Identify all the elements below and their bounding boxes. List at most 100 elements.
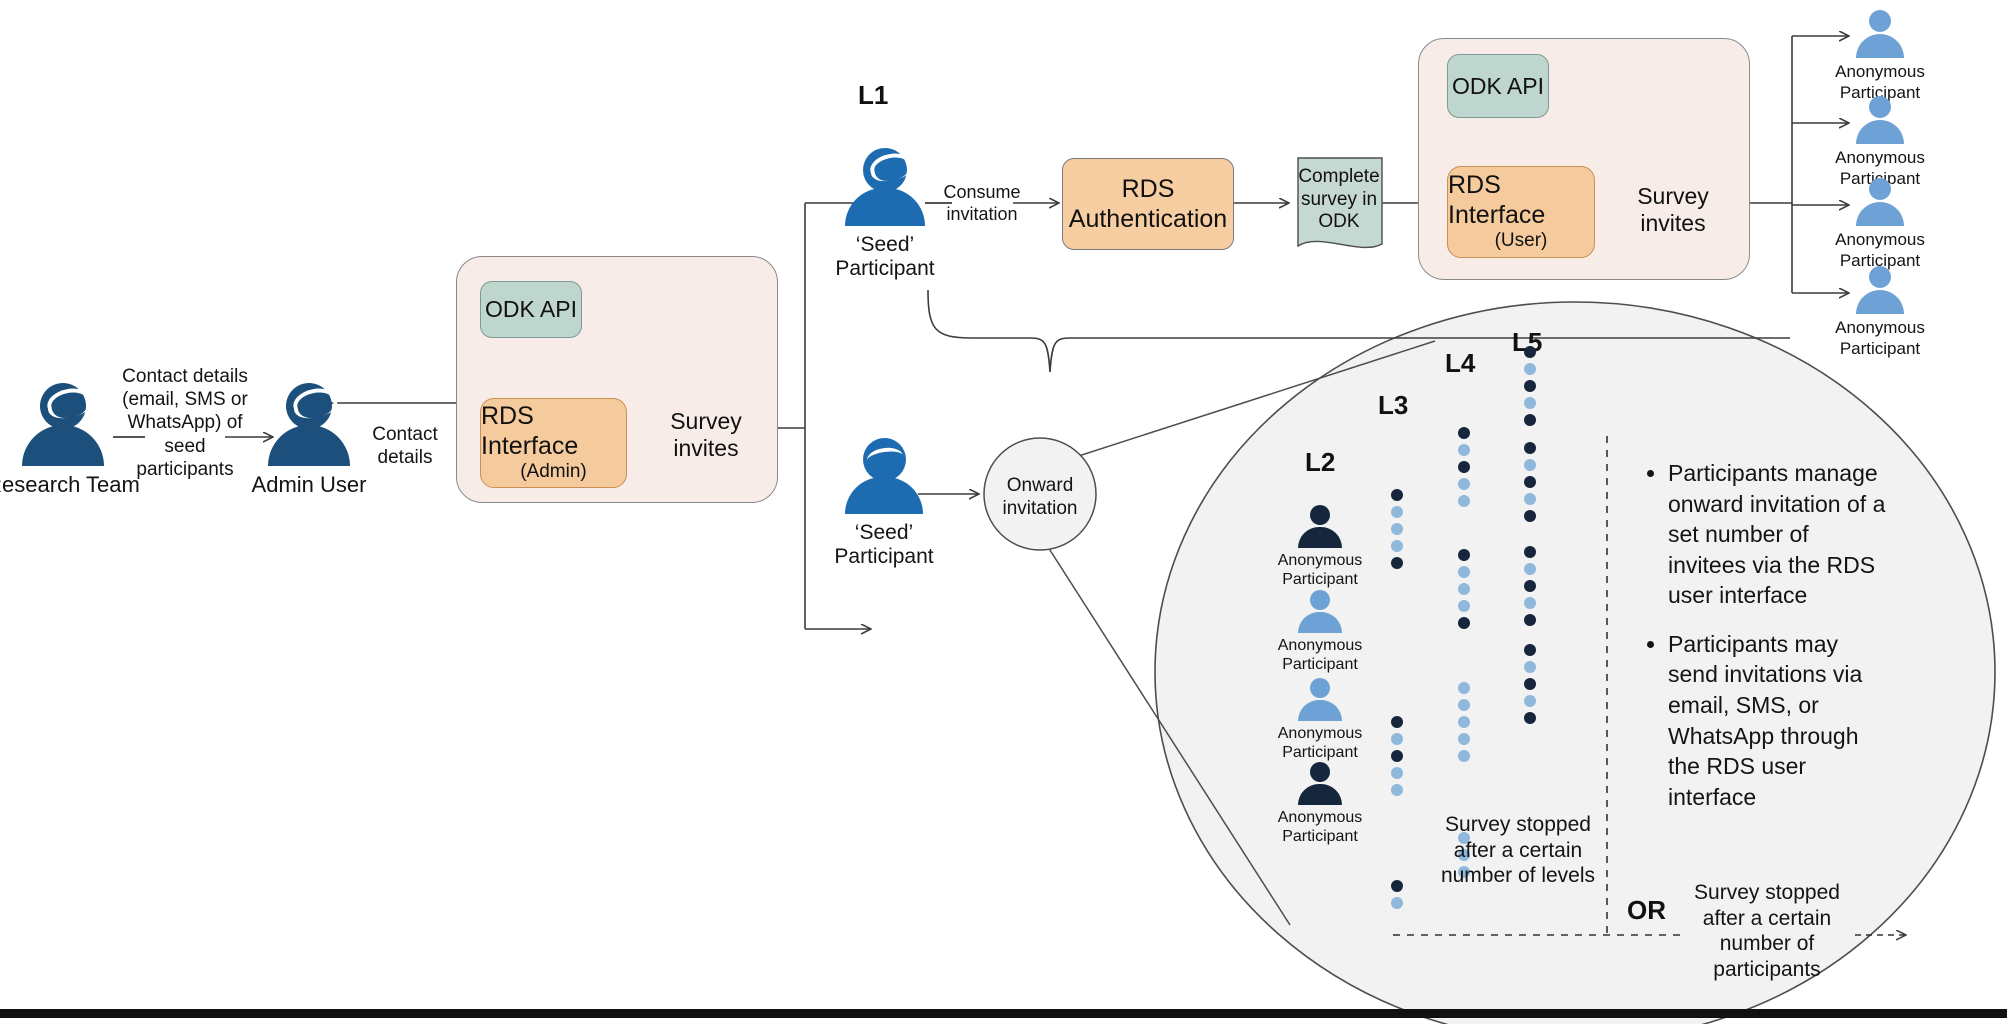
person-body-icon <box>1856 120 1904 144</box>
rds-interface-sub-user: (User) <box>1494 230 1548 252</box>
anonymous-participant-right <box>1852 266 1908 318</box>
person-head-icon <box>1310 590 1330 610</box>
participant-dot-l5 <box>1524 546 1536 558</box>
anonymous-participant-right <box>1852 178 1908 230</box>
rds-interface-box-admin: RDS Interface (Admin) <box>480 398 627 488</box>
seed-participant-bottom-icon <box>845 438 923 514</box>
participant-dot-l4 <box>1458 733 1470 745</box>
participant-dot-l4 <box>1458 832 1470 844</box>
participant-dot-l5 <box>1524 363 1536 375</box>
participant-dot-l5 <box>1524 597 1536 609</box>
person-body-icon <box>1856 202 1904 226</box>
participant-dot-l3 <box>1391 880 1403 892</box>
anonymous-participant-right-line1: Anonymous <box>1835 230 1925 249</box>
participant-dot-l4 <box>1458 478 1470 490</box>
onward-invitation-line2: invitation <box>1002 498 1078 519</box>
seed-top-name-line1: ‘Seed’ <box>855 233 915 256</box>
rds-interface-title-admin: RDS Interface <box>481 402 579 460</box>
anonymous-participant-ellipse-line1: Anonymous <box>1277 809 1363 826</box>
participant-dot-l3 <box>1391 750 1403 762</box>
participant-dot-l5 <box>1524 712 1536 724</box>
bullet-item: Participants may send invitations via em… <box>1668 629 1892 812</box>
participant-dot-l5 <box>1524 442 1536 454</box>
participant-dot-l5 <box>1524 563 1536 575</box>
participant-dot-l4 <box>1458 750 1470 762</box>
seed-participant-top-icon <box>845 148 925 226</box>
participant-dot-l5 <box>1524 459 1536 471</box>
participant-dot-l5 <box>1524 414 1536 426</box>
or-label: OR <box>1627 895 1666 925</box>
anonymous-participant-ellipse-line2: Participant <box>1282 571 1358 588</box>
participant-dot-l4 <box>1458 716 1470 728</box>
anonymous-participant-ellipse <box>1295 762 1345 808</box>
anonymous-participant-right-line2: Participant <box>1839 83 1921 102</box>
anonymous-participant-right <box>1852 10 1908 62</box>
participant-dot-l5 <box>1524 493 1536 505</box>
participant-dot-l5 <box>1524 614 1536 626</box>
anonymous-participant-ellipse-line2: Participant <box>1282 828 1358 845</box>
odk-api-label-admin: ODK API <box>484 296 578 322</box>
anonymous-participant-right-line1: Anonymous <box>1835 148 1925 167</box>
participant-dot-l5 <box>1524 678 1536 690</box>
participant-dot-l5 <box>1524 346 1536 358</box>
participant-dot-l5 <box>1524 695 1536 707</box>
level-label-l1: L1 <box>858 80 889 110</box>
anonymous-participant-ellipse <box>1295 505 1345 551</box>
participant-dot-l3 <box>1391 489 1403 501</box>
participant-dot-l4 <box>1458 427 1470 439</box>
anonymous-participant-right <box>1852 96 1908 148</box>
bullet-item: Participants manage onward invitation of… <box>1668 458 1892 611</box>
callout-line-bottom <box>1031 521 1291 926</box>
research-team-icon <box>20 383 106 466</box>
person-head-icon <box>1869 96 1891 118</box>
participant-dot-l3 <box>1391 784 1403 796</box>
stop-levels-label: Survey stopped after a certain number of… <box>1440 813 1596 888</box>
callout-line-top <box>1059 340 1436 463</box>
rds-interface-box-user: RDS Interface (User) <box>1447 166 1595 258</box>
consume-invitation-label: Consume invitation <box>943 182 1021 224</box>
participant-dot-l3 <box>1391 523 1403 535</box>
odk-api-box-admin: ODK API <box>480 281 582 338</box>
level-label-l3: L3 <box>1378 390 1409 420</box>
participant-dot-l3 <box>1391 540 1403 552</box>
onward-invitation-line1: Onward <box>1006 475 1074 496</box>
level-label-l4: L4 <box>1445 348 1476 378</box>
participant-dot-l4 <box>1458 549 1470 561</box>
rds-authentication-box: RDS Authentication <box>1062 158 1234 250</box>
participant-dot-l4 <box>1458 699 1470 711</box>
participant-dot-l4 <box>1458 461 1470 473</box>
person-body-icon <box>1298 612 1342 633</box>
onward-invitation-circle <box>983 437 1097 551</box>
flow-brace <box>927 289 1790 373</box>
odk-api-label-user: ODK API <box>1451 72 1545 99</box>
contact-details-short-label: Contact details <box>372 424 438 469</box>
anonymous-participant-right-line2: Participant <box>1839 251 1921 270</box>
participant-dot-l3 <box>1391 733 1403 745</box>
participant-dot-l4 <box>1458 866 1470 878</box>
person-head-icon <box>1310 505 1330 525</box>
stop-participants-label: Survey stopped after a certain number of… <box>1694 881 1840 981</box>
participant-dot-l5 <box>1524 661 1536 673</box>
participant-dot-l4 <box>1458 566 1470 578</box>
contact-details-long-label: Contact details (email, SMS or WhatsApp)… <box>122 366 248 480</box>
participant-dot-l4 <box>1458 583 1470 595</box>
admin-user-label: Admin User <box>251 472 367 497</box>
anonymous-participant-ellipse-line1: Anonymous <box>1277 637 1363 654</box>
odk-document-shape <box>1297 157 1383 249</box>
anonymous-participant-ellipse <box>1295 678 1345 724</box>
zoom-ellipse <box>1154 301 1996 1024</box>
anonymous-participant-right-line2: Participant <box>1839 339 1921 358</box>
admin-user-icon <box>266 383 352 466</box>
rds-interface-sub-admin: (Admin) <box>520 461 587 483</box>
participant-dot-l4 <box>1458 617 1470 629</box>
person-head-icon <box>1869 266 1891 288</box>
participant-dot-l5 <box>1524 397 1536 409</box>
anonymous-participant-ellipse-line1: Anonymous <box>1277 552 1363 569</box>
anonymous-participant-right-line1: Anonymous <box>1835 318 1925 337</box>
ellipse-bullet-list: Participants manage onward invitation of… <box>1642 458 1892 830</box>
person-body-icon <box>1298 700 1342 721</box>
participant-dot-l4 <box>1458 849 1470 861</box>
person-head-icon <box>1310 678 1330 698</box>
anonymous-participant-ellipse-line1: Anonymous <box>1277 725 1363 742</box>
